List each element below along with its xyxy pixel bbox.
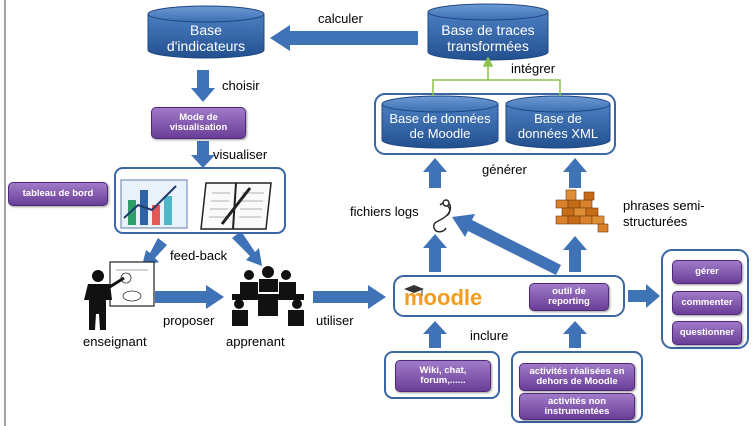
students-icon — [232, 266, 304, 326]
label-generer: générer — [482, 162, 527, 177]
arrow-proposer — [155, 285, 224, 309]
arrow-feedback-left — [142, 238, 167, 266]
notebook-icon — [200, 182, 272, 230]
cylinder-base-indicateurs — [147, 5, 265, 59]
cylinder-moodle-db — [381, 95, 499, 149]
arrow-moodle-logs — [423, 234, 447, 272]
pill-outil-reporting: outil de reporting — [529, 283, 609, 311]
label-inclure: inclure — [470, 328, 509, 343]
graduation-cap-icon — [404, 285, 424, 296]
teacher-icon — [84, 261, 155, 330]
pill-tableau-de-bord: tableau de bord — [8, 182, 108, 206]
cylinder-base-traces — [427, 3, 549, 61]
arrows — [142, 25, 660, 348]
arrow-diagonal-logs — [452, 214, 561, 275]
arrow-utiliser — [313, 285, 386, 309]
pill-mode-visualisation: Mode de visualisation — [151, 107, 246, 139]
arrow-calculer — [270, 25, 418, 51]
pill-questionner: questionner — [672, 321, 742, 345]
arrow-feedback-right — [232, 231, 262, 266]
arrow-actions — [628, 284, 660, 308]
arrow-bricks-xml — [563, 158, 587, 188]
moodle-logo: moodle — [404, 285, 482, 310]
arrow-inclure-left — [423, 321, 447, 348]
label-calculer: calculer — [318, 11, 363, 26]
integrate-arrow — [432, 56, 561, 96]
label-utiliser: utiliser — [316, 313, 354, 328]
label-choisir: choisir — [222, 78, 260, 93]
label-phrases: phrases semi- structurées — [623, 198, 705, 230]
bricks-icon — [555, 189, 609, 233]
label-integrer: intégrer — [511, 61, 556, 76]
arrow-visualiser — [191, 141, 215, 168]
arrow-reporting-bricks — [563, 236, 587, 272]
bar-chart-icon — [120, 179, 188, 229]
cylinder-xml-db — [505, 95, 611, 149]
label-proposer: proposer — [163, 313, 215, 328]
pill-activites-hors: activités réalisées en dehors de Moodle — [519, 363, 635, 391]
pill-activites-non: activités non instrumentées — [519, 393, 635, 420]
label-visualiser: visualiser — [213, 147, 268, 162]
arrow-choisir — [191, 70, 215, 102]
cylinder-moodle-db-label: Base de données de Moodle — [389, 111, 491, 141]
pill-gerer: gérer — [672, 260, 742, 284]
label-apprenant: apprenant — [226, 334, 285, 349]
label-feedback: feed-back — [170, 248, 228, 263]
log-file-icon — [433, 199, 452, 233]
pill-wiki: Wiki, chat, forum,...... — [395, 360, 491, 392]
cylinder-traces-label: Base de traces transformées — [441, 22, 535, 55]
arrow-logs-db — [423, 158, 447, 188]
cylinder-xml-db-label: Base de données XML — [517, 111, 599, 141]
arrow-inclure-right — [563, 321, 587, 348]
label-enseignant: enseignant — [83, 334, 147, 349]
pill-commenter: commenter — [672, 291, 742, 315]
cylinder-indicateurs-label: Base d'indicateurs — [166, 22, 246, 55]
label-fichiers-logs: fichiers logs — [350, 204, 419, 219]
